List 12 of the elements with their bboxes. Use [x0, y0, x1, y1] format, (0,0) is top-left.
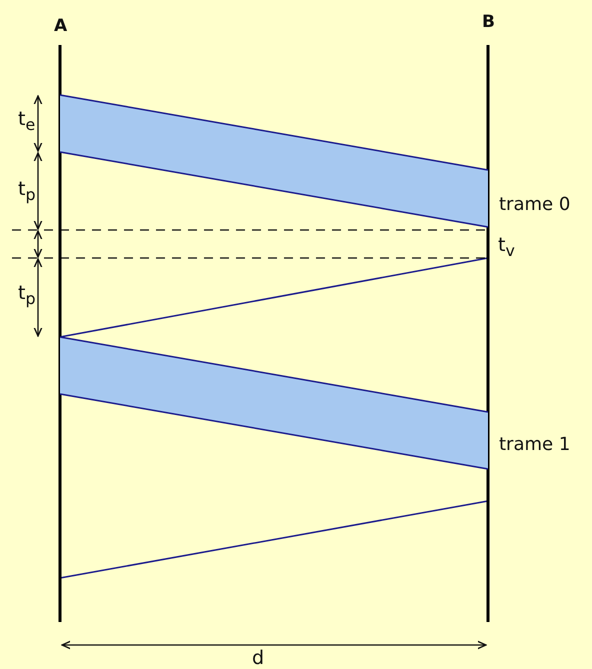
- station-label: A: [54, 18, 68, 35]
- dimension-label: t$_{e}$: [18, 110, 36, 133]
- frame-label: trame 1: [499, 436, 570, 454]
- timeline: [52, 18, 68, 622]
- station-label: B: [482, 14, 495, 31]
- acknowledgement-line: [60, 257, 488, 338]
- dimension-label: d: [252, 649, 264, 668]
- dimension-label: t$_{p}$: [18, 180, 36, 203]
- frame-label: trame 0: [499, 196, 570, 214]
- dimension-label: t$_{v}$: [498, 236, 515, 259]
- acknowledgement-line: [60, 500, 488, 579]
- dimension-label: t$_{p}$: [18, 284, 36, 307]
